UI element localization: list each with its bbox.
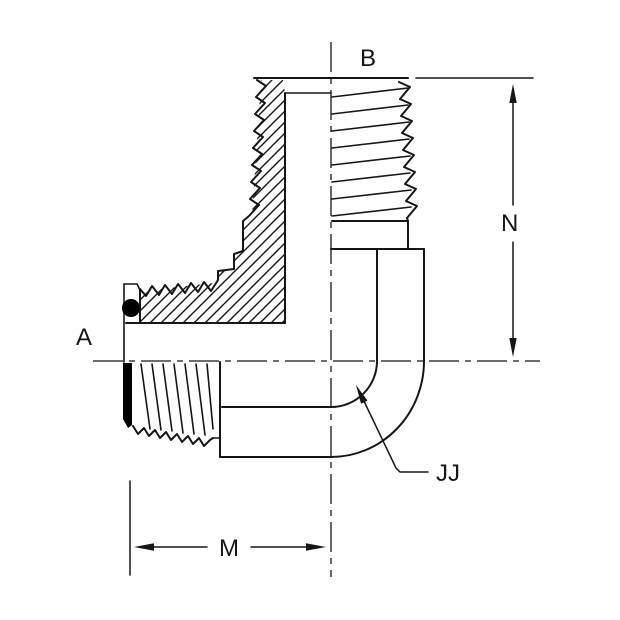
m-arrow-left (134, 543, 154, 551)
body-right-wall-and-outer-bend (219, 248, 425, 458)
fitting-body (122, 77, 425, 458)
n-arrow-up (509, 84, 517, 103)
label-dim-n: N (501, 210, 518, 237)
jj-arrowhead (356, 385, 368, 404)
left-thread-flank-lines (140, 363, 214, 436)
section-hatching (140, 80, 285, 323)
left-thread-root-zigzag (132, 425, 214, 447)
centerlines (93, 42, 540, 577)
oring-groove-tab (123, 283, 141, 291)
m-arrow-right (306, 543, 326, 551)
label-dim-m: M (219, 535, 239, 562)
label-dim-jj: JJ (436, 460, 460, 487)
top-thread-crest-edge (398, 81, 418, 222)
sectioned-profile (139, 79, 267, 323)
inner-bend-edge (221, 248, 378, 408)
hatch-region (140, 80, 285, 323)
label-top-port: B (360, 45, 376, 72)
n-arrow-down (509, 338, 517, 357)
dimensions: B N A M JJ (76, 45, 534, 576)
label-left-port: A (76, 324, 92, 351)
top-thread-crest-lines (331, 87, 412, 217)
oring-section (122, 299, 140, 317)
jj-leader-line (361, 396, 429, 473)
oring-front-band (123, 363, 132, 428)
